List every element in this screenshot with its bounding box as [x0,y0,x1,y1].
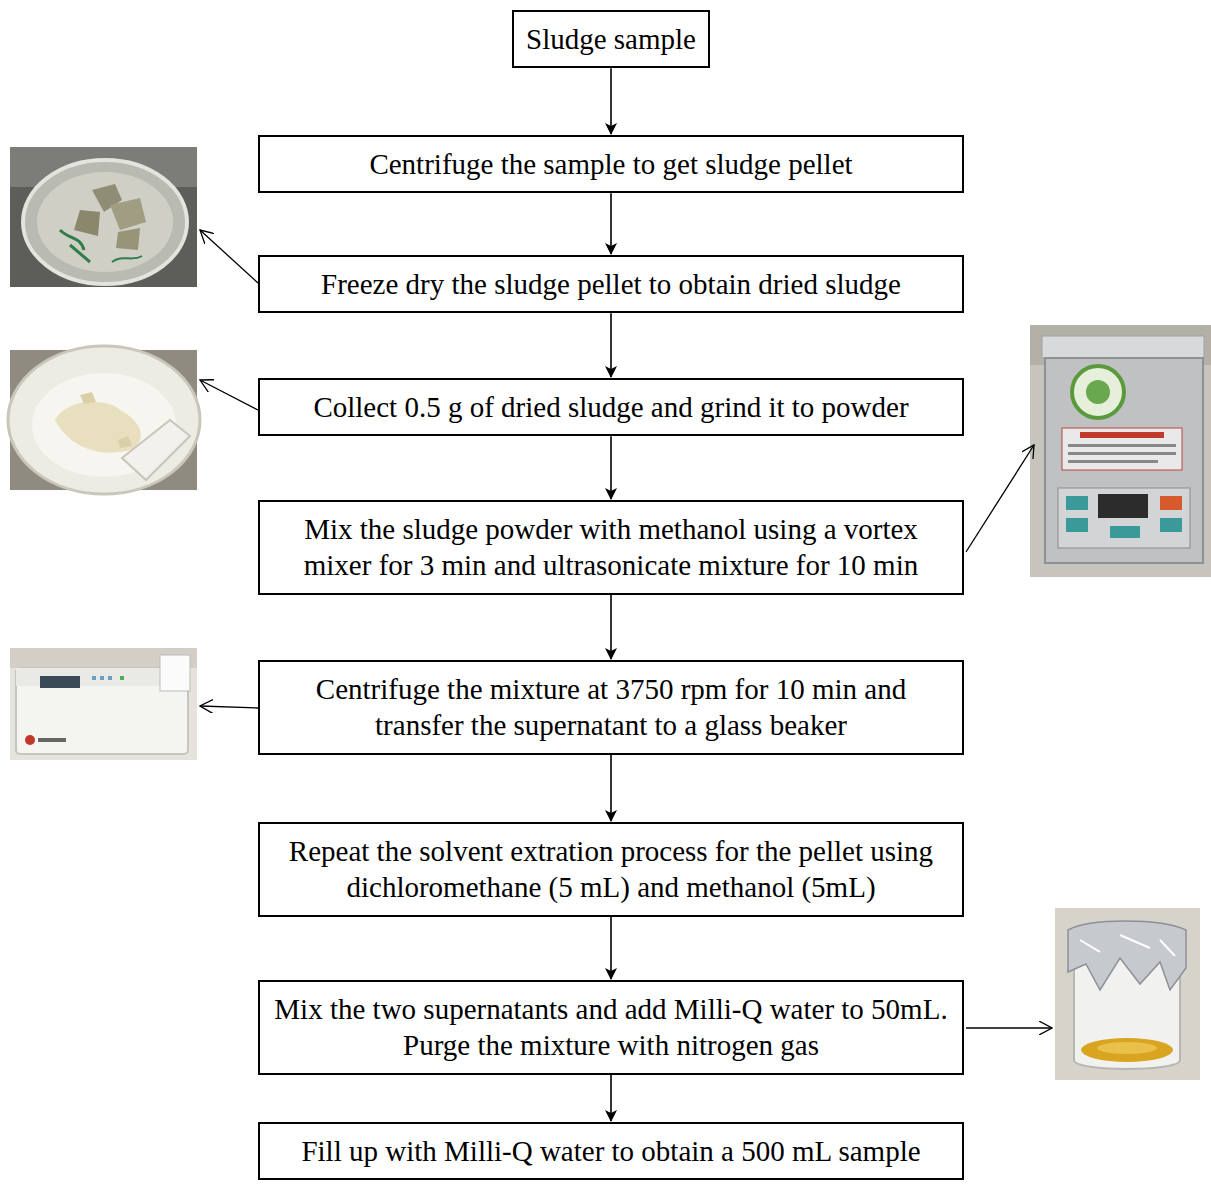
box-text: Fill up with Milli-Q water to obtain a 5… [270,1133,952,1169]
process-box: Mix the two supernatants and add Milli-Q… [258,980,964,1075]
centrifuge-photo [10,648,197,760]
process-box: Collect 0.5 g of dried sludge and grind … [258,378,964,436]
box-text: Mix the sludge powder with methanol usin… [270,511,952,584]
flow-arrow [610,595,612,660]
beaker-photo [1055,908,1200,1080]
box-text: Freeze dry the sludge pellet to obtain d… [270,266,952,302]
leader-arrow [200,380,258,410]
dried-sludge-photo [10,147,197,287]
leader-arrow [966,1027,1052,1028]
ultrasonic-cleaner-photo [1030,325,1211,577]
flow-arrow [610,313,612,377]
flow-arrow [610,68,612,134]
leader-arrow [966,445,1034,552]
box-text: Centrifuge the sample to get sludge pell… [270,146,952,182]
box-text: Centrifuge the mixture at 3750 rpm for 1… [270,671,952,744]
flow-arrow [610,193,612,254]
flow-arrow [610,917,612,980]
connector-layer [611,68,612,1121]
flow-arrow [610,436,612,499]
leader-arrow [200,706,258,708]
leader-arrow [200,230,258,283]
process-box: Sludge sample [512,10,710,68]
box-text: Collect 0.5 g of dried sludge and grind … [270,389,952,425]
box-text: Repeat the solvent extration process for… [270,833,952,906]
box-text: Mix the two supernatants and add Milli-Q… [270,991,952,1064]
process-box: Centrifuge the sample to get sludge pell… [258,135,964,193]
mortar-photo [8,346,200,494]
process-box: Centrifuge the mixture at 3750 rpm for 1… [258,660,964,755]
process-box: Freeze dry the sludge pellet to obtain d… [258,255,964,313]
flow-arrow [610,1075,612,1122]
flow-arrow [610,755,612,822]
box-text: Sludge sample [524,21,698,57]
process-box: Mix the sludge powder with methanol usin… [258,500,964,595]
process-box: Fill up with Milli-Q water to obtain a 5… [258,1122,964,1180]
process-box: Repeat the solvent extration process for… [258,822,964,917]
